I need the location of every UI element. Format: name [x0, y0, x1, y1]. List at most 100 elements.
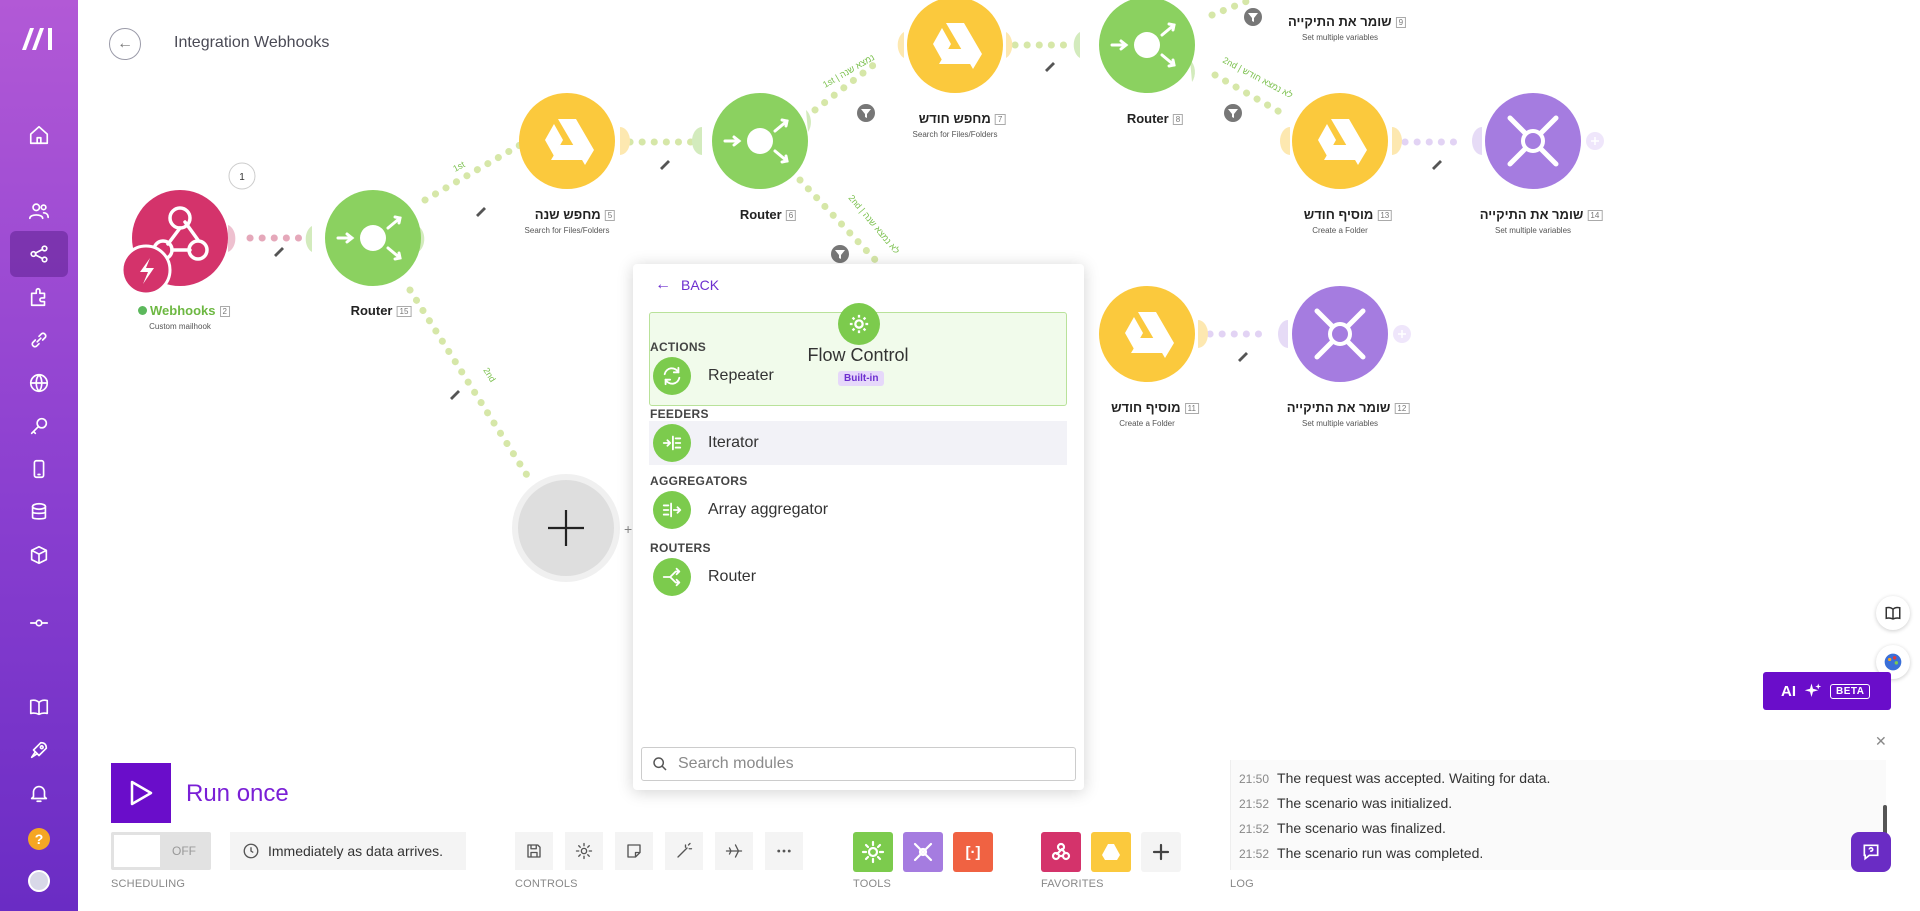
builtin-badge: Built-in [838, 371, 885, 386]
node-router-8[interactable] [1073, 0, 1195, 93]
wrench-icon[interactable] [1238, 352, 1248, 362]
tool-text-parser[interactable]: [·] [953, 832, 993, 872]
node-search-month[interactable] [897, 0, 1013, 93]
explain-flow-button[interactable] [715, 832, 753, 870]
devices-icon[interactable] [10, 446, 68, 492]
favorite-google-drive[interactable] [1091, 832, 1131, 872]
webhooks-icon[interactable] [10, 360, 68, 406]
scenario-title[interactable]: Integration Webhooks [174, 34, 330, 51]
log-scrollbar[interactable] [1883, 805, 1887, 835]
module-iterator[interactable]: Iterator [649, 421, 1067, 465]
avatar[interactable] [28, 870, 50, 892]
add-favorite-button[interactable] [1141, 832, 1181, 872]
scheduling-toggle[interactable]: OFF [111, 832, 211, 870]
run-once-button[interactable] [111, 763, 171, 823]
module-search[interactable] [641, 747, 1076, 781]
wrench-icon[interactable] [660, 160, 670, 170]
node-webhooks[interactable]: 1 [120, 162, 256, 296]
docs-icon[interactable] [10, 684, 68, 730]
support-chat-button[interactable] [1851, 832, 1891, 872]
node-subtitle: Search for Files/Folders [524, 226, 610, 235]
save-button[interactable] [515, 832, 553, 870]
node-add-placeholder[interactable]: + [512, 474, 632, 582]
connector-router8-2nd[interactable] [1211, 71, 1289, 119]
node-name: שומר את התיקייה [1287, 14, 1392, 29]
node-name: מוסיף חודש [1303, 207, 1374, 222]
node-set-vars-14[interactable] [1472, 93, 1604, 189]
node-number: 15 [396, 306, 412, 318]
run-once-label[interactable]: Run once [186, 780, 289, 807]
rocket-icon[interactable] [10, 727, 68, 773]
connector-router-search-year[interactable] [421, 141, 524, 204]
notes-button[interactable] [615, 832, 653, 870]
flow-icon[interactable] [10, 600, 68, 646]
data-stores-icon[interactable] [10, 489, 68, 535]
auto-align-button[interactable] [665, 832, 703, 870]
module-router[interactable]: Router [649, 555, 1067, 599]
palette-icon [1884, 653, 1902, 671]
node-search-year[interactable] [519, 93, 630, 189]
tool-tools[interactable] [903, 832, 943, 872]
back-button[interactable]: ← [109, 28, 141, 60]
connections-icon[interactable] [10, 317, 68, 363]
help-icon[interactable]: ? [28, 828, 50, 850]
node-set-vars-12[interactable] [1278, 286, 1411, 382]
node-name: שומר את התיקייה [1479, 207, 1584, 222]
arrow-left-icon: ← [655, 276, 671, 293]
more-button[interactable] [765, 832, 803, 870]
toggle-state: OFF [172, 844, 196, 858]
make-logo[interactable] [20, 24, 58, 54]
gear-icon [575, 842, 593, 860]
templates-icon[interactable] [10, 274, 68, 320]
node-number: 9 [1395, 17, 1407, 29]
notifications-icon[interactable] [10, 770, 68, 816]
webhook-icon [1051, 842, 1071, 861]
close-icon[interactable]: ✕ [1875, 733, 1887, 749]
filter-icon[interactable] [1224, 104, 1242, 122]
node-name: מחפש חודש [918, 111, 991, 126]
wrench-icon[interactable] [274, 247, 284, 257]
connector-router-plus[interactable] [406, 286, 534, 484]
scenarios-icon[interactable] [10, 231, 68, 277]
module-label: Router [708, 568, 757, 585]
schedule-setting[interactable]: Immediately as data arrives. [230, 832, 466, 870]
data-structures-icon[interactable] [10, 532, 68, 578]
node-subtitle: Create a Folder [1312, 226, 1368, 235]
wrench-icon[interactable] [450, 390, 460, 400]
connector-router8-1st[interactable] [1208, 0, 1254, 19]
node-create-month-11[interactable] [1099, 286, 1208, 382]
connector-router6-2nd[interactable] [796, 176, 884, 269]
filter-icon[interactable] [857, 104, 875, 122]
ai-assistant-button[interactable]: AI BETA [1763, 672, 1891, 710]
search-input[interactable] [678, 755, 1058, 773]
node-create-month-13[interactable] [1280, 93, 1402, 189]
team-icon[interactable] [10, 188, 68, 234]
module-repeater[interactable]: Repeater [649, 354, 1067, 398]
favorite-webhooks[interactable] [1041, 832, 1081, 872]
home-icon[interactable] [10, 112, 68, 158]
wrench-icon[interactable] [1045, 62, 1055, 72]
picker-back-button[interactable]: ← BACK [655, 276, 719, 294]
app-card-flow-control[interactable]: Flow Control Built-in [649, 303, 1067, 406]
filter-icon[interactable] [831, 245, 849, 263]
node-router-15[interactable] [305, 190, 425, 286]
route-label: 2nd | לא נמצא חודש [1221, 55, 1295, 100]
play-icon [130, 780, 153, 806]
module-array-aggregator[interactable]: Array aggregator [649, 488, 1067, 532]
wrench-icon[interactable] [476, 207, 486, 217]
module-label: Array aggregator [708, 501, 829, 518]
connector-router6-search-month[interactable] [811, 56, 884, 114]
node-router-6[interactable] [692, 93, 811, 189]
docs-side-button[interactable] [1876, 596, 1910, 630]
filter-icon[interactable] [1244, 8, 1262, 26]
keys-icon[interactable] [10, 403, 68, 449]
wrench-icon[interactable] [1432, 160, 1442, 170]
tool-flow-control[interactable] [853, 832, 893, 872]
settings-button[interactable] [565, 832, 603, 870]
